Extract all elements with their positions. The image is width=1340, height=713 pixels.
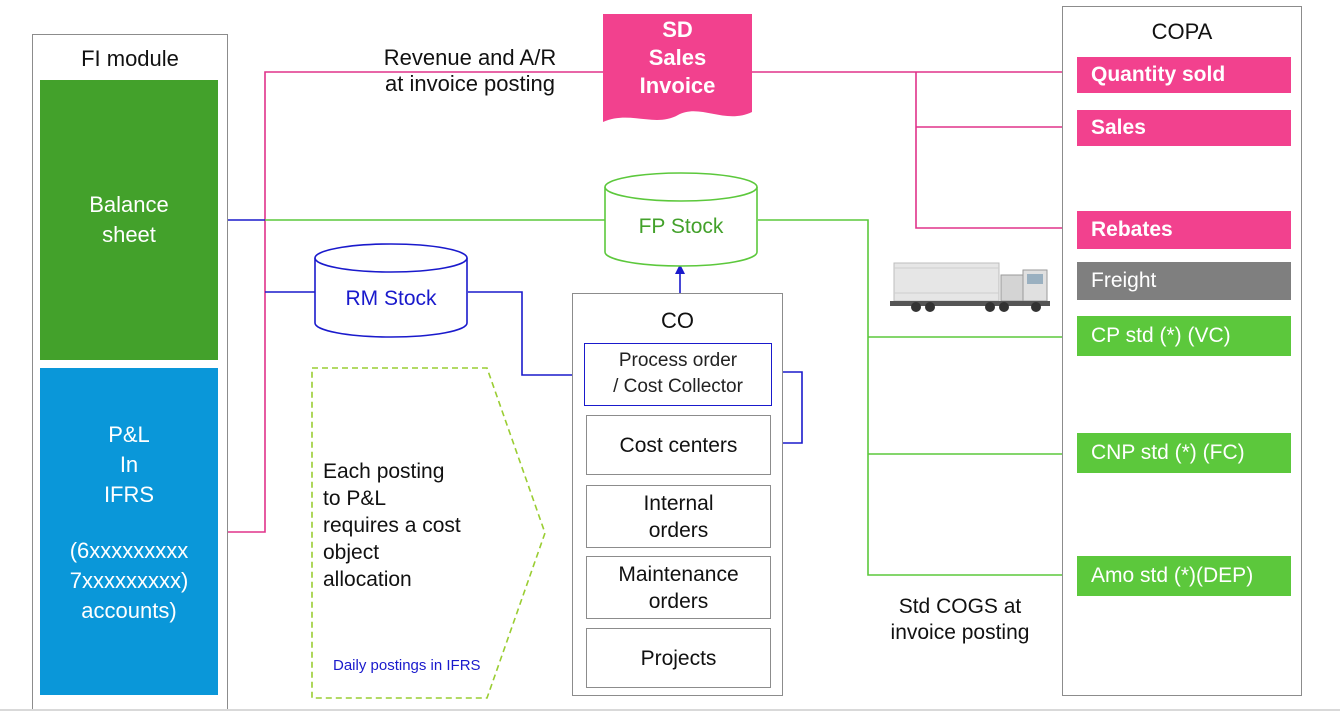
projects-box: Projects <box>586 628 771 688</box>
revenue-label-line2: at invoice posting <box>385 71 555 96</box>
copa-rebates: Rebates <box>1077 211 1291 249</box>
cogs-label-line2: invoice posting <box>890 621 1030 644</box>
cogs-flow-lines <box>265 219 1076 580</box>
note-line3: requires a cost <box>323 514 461 537</box>
copa-amo-std: Amo std (*)(DEP) <box>1077 556 1291 596</box>
process-order-line1: Process order <box>618 350 738 371</box>
copa-freight: Freight <box>1077 262 1291 300</box>
note-line5: allocation <box>323 568 412 591</box>
fi-module-title: FI module <box>81 46 179 71</box>
revenue-flow-lines <box>216 67 1076 537</box>
revenue-ar-label: Revenue and A/R at invoice posting <box>350 45 590 97</box>
revenue-label-line1: Revenue and A/R <box>383 45 557 70</box>
copa-quantity-sold: Quantity sold <box>1077 57 1291 93</box>
internal-orders-line2: orders <box>648 519 709 542</box>
internal-orders-line1: Internal <box>643 492 714 515</box>
maintenance-orders-box: Maintenance orders <box>586 556 771 619</box>
copa-title: COPA <box>1151 19 1213 44</box>
co-title: CO <box>661 308 694 333</box>
rm-stock-cylinder <box>314 243 468 338</box>
maintenance-orders-line1: Maintenance <box>618 563 739 586</box>
fp-stock-label: FP Stock <box>638 215 724 238</box>
cost-centers-box: Cost centers <box>586 415 771 475</box>
truck-icon <box>890 262 1050 312</box>
pl-label-line1: P&L <box>108 422 150 447</box>
cogs-label-line1: Std COGS at <box>898 595 1022 618</box>
pl-accounts-line2: 7xxxxxxxxx) <box>69 568 189 593</box>
sd-label-line3: Invoice <box>639 73 716 98</box>
sd-label-line1: SD <box>662 17 693 42</box>
balance-sheet-block: Balance sheet <box>40 80 218 360</box>
copa-cp-std: CP std (*) (VC) <box>1077 316 1291 356</box>
std-cogs-label: Std COGS at invoice posting <box>875 594 1045 646</box>
sd-label-line2: Sales <box>648 45 707 70</box>
internal-orders-box: Internal orders <box>586 485 771 548</box>
daily-postings-label: Daily postings in IFRS <box>333 657 481 674</box>
note-line4: object <box>323 541 380 564</box>
fp-stock-cylinder <box>604 172 758 267</box>
balance-sheet-label: Balance sheet <box>89 192 169 247</box>
rm-stock-label: RM Stock <box>345 287 437 310</box>
note-line1: Each posting <box>323 460 445 483</box>
pl-accounts-line3: accounts) <box>81 598 177 623</box>
copa-sales: Sales <box>1077 110 1291 146</box>
process-order-line2: / Cost Collector <box>613 376 743 397</box>
maintenance-orders-line2: orders <box>648 590 709 613</box>
copa-cnp-std: CNP std (*) (FC) <box>1077 433 1291 473</box>
sd-invoice-shape <box>603 14 752 122</box>
note-dashed-outline <box>311 367 546 699</box>
pl-ifrs-block: P&L In IFRS (6xxxxxxxxx 7xxxxxxxxx) acco… <box>40 368 218 695</box>
pl-accounts-line1: (6xxxxxxxxx <box>69 538 189 563</box>
sd-invoice-label: SD Sales Invoice <box>603 16 752 100</box>
pl-label-line3: IFRS <box>103 482 155 507</box>
bottom-divider <box>0 709 1340 711</box>
pl-label-line2: In <box>119 452 139 477</box>
cost-object-note: Each posting to P&L requires a cost obje… <box>323 458 513 593</box>
process-order-box: Process order / Cost Collector <box>584 343 772 406</box>
note-line2: to P&L <box>323 487 387 510</box>
